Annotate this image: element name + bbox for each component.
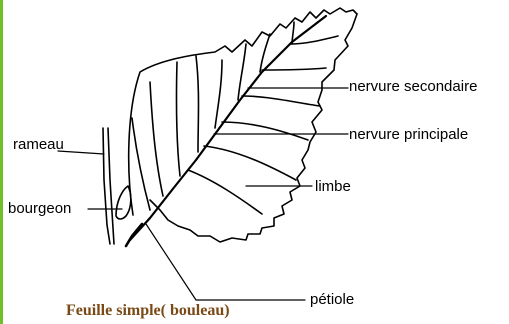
- bud: [116, 186, 131, 219]
- secondary-vein: [132, 118, 150, 210]
- secondary-vein: [188, 170, 262, 214]
- label-petiole: pétiole: [310, 292, 354, 307]
- label-nervure-principale: nervure principale: [349, 127, 468, 142]
- label-limbe: limbe: [315, 179, 351, 194]
- petiole-stroke: [126, 224, 142, 246]
- leader-rameau: [58, 151, 104, 154]
- twig-right-edge: [108, 128, 114, 244]
- secondary-vein: [238, 44, 246, 100]
- secondary-vein: [196, 56, 199, 152]
- secondary-vein: [215, 60, 222, 128]
- secondary-vein: [262, 68, 326, 70]
- secondary-vein: [176, 62, 180, 176]
- secondary-vein: [150, 82, 163, 196]
- label-bourgeon: bourgeon: [8, 201, 71, 216]
- secondary-vein: [204, 146, 296, 180]
- label-nervure-secondaire: nervure secondaire: [349, 79, 477, 94]
- label-rameau: rameau: [13, 137, 64, 152]
- figure-caption: Feuille simple( bouleau): [66, 303, 230, 319]
- secondary-vein: [242, 96, 320, 106]
- leader-petiole: [146, 224, 305, 300]
- secondary-vein: [222, 122, 308, 140]
